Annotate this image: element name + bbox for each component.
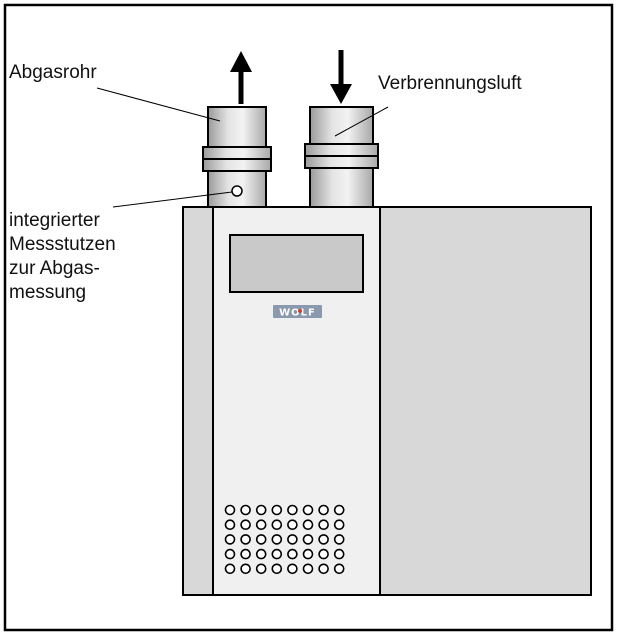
vent-hole (302, 534, 314, 545)
label-measuring-port-line: Messstutzen (9, 234, 116, 255)
vent-hole (224, 519, 236, 531)
vent-hole (287, 519, 298, 531)
vent-hole (271, 563, 283, 575)
leader-line-port (112, 191, 233, 208)
vent-hole (271, 519, 283, 531)
label-combustion-air: Verbrennungsluft (378, 73, 522, 94)
vent-hole (240, 534, 251, 545)
air-intake-pipe (304, 106, 379, 208)
vent-hole (255, 519, 267, 531)
vent-hole (255, 534, 267, 545)
label-measuring-port-line: integrierter (9, 210, 100, 231)
vent-hole (255, 563, 267, 575)
side-panel (379, 206, 592, 596)
leader-line-exhaust (96, 87, 221, 122)
vent-hole (240, 563, 251, 575)
leader-line-intake (334, 106, 389, 137)
arrow-down-icon (330, 50, 352, 104)
vent-hole (287, 534, 298, 545)
logo-text: WOLF (279, 308, 316, 319)
vent-hole (318, 519, 329, 531)
vent-hole (287, 563, 298, 575)
vent-hole (224, 548, 236, 560)
measuring-port (231, 185, 243, 197)
arrow-up-icon (230, 51, 252, 104)
vent-hole (318, 504, 329, 516)
label-measuring-port: integrierter Messstutzen zur Abgas- mess… (9, 209, 116, 305)
label-measuring-port-line: zur Abgas- (9, 258, 100, 279)
vent-hole (318, 563, 329, 575)
label-measuring-port-line: messung (9, 282, 87, 303)
vent-hole (271, 534, 283, 545)
vent-hole (302, 563, 314, 575)
vent-hole (333, 534, 345, 545)
vent-hole (302, 548, 314, 560)
vent-hole (271, 504, 283, 516)
vent-hole (287, 504, 298, 516)
vent-hole (224, 563, 236, 575)
boiler-body (182, 206, 592, 596)
vent-hole (255, 548, 267, 560)
vent-hole (302, 504, 314, 516)
vent-grid (224, 504, 345, 575)
vent-hole (287, 548, 298, 560)
vent-hole (333, 563, 345, 575)
left-side-strip (182, 206, 214, 596)
vent-hole (318, 534, 329, 545)
vent-hole (240, 504, 251, 516)
display-window (229, 234, 364, 293)
vent-hole (224, 504, 236, 516)
vent-hole (333, 519, 345, 531)
vent-hole (302, 519, 314, 531)
vent-hole (240, 519, 251, 531)
vent-hole (240, 548, 251, 560)
vent-hole (271, 548, 283, 560)
vent-hole (255, 504, 267, 516)
wolf-logo: WOLF (273, 305, 322, 319)
label-exhaust-pipe: Abgasrohr (9, 62, 97, 83)
vent-hole (318, 548, 329, 560)
exhaust-pipe (202, 106, 272, 208)
vent-hole (333, 504, 345, 516)
vent-hole (224, 534, 236, 545)
vent-hole (333, 548, 345, 560)
